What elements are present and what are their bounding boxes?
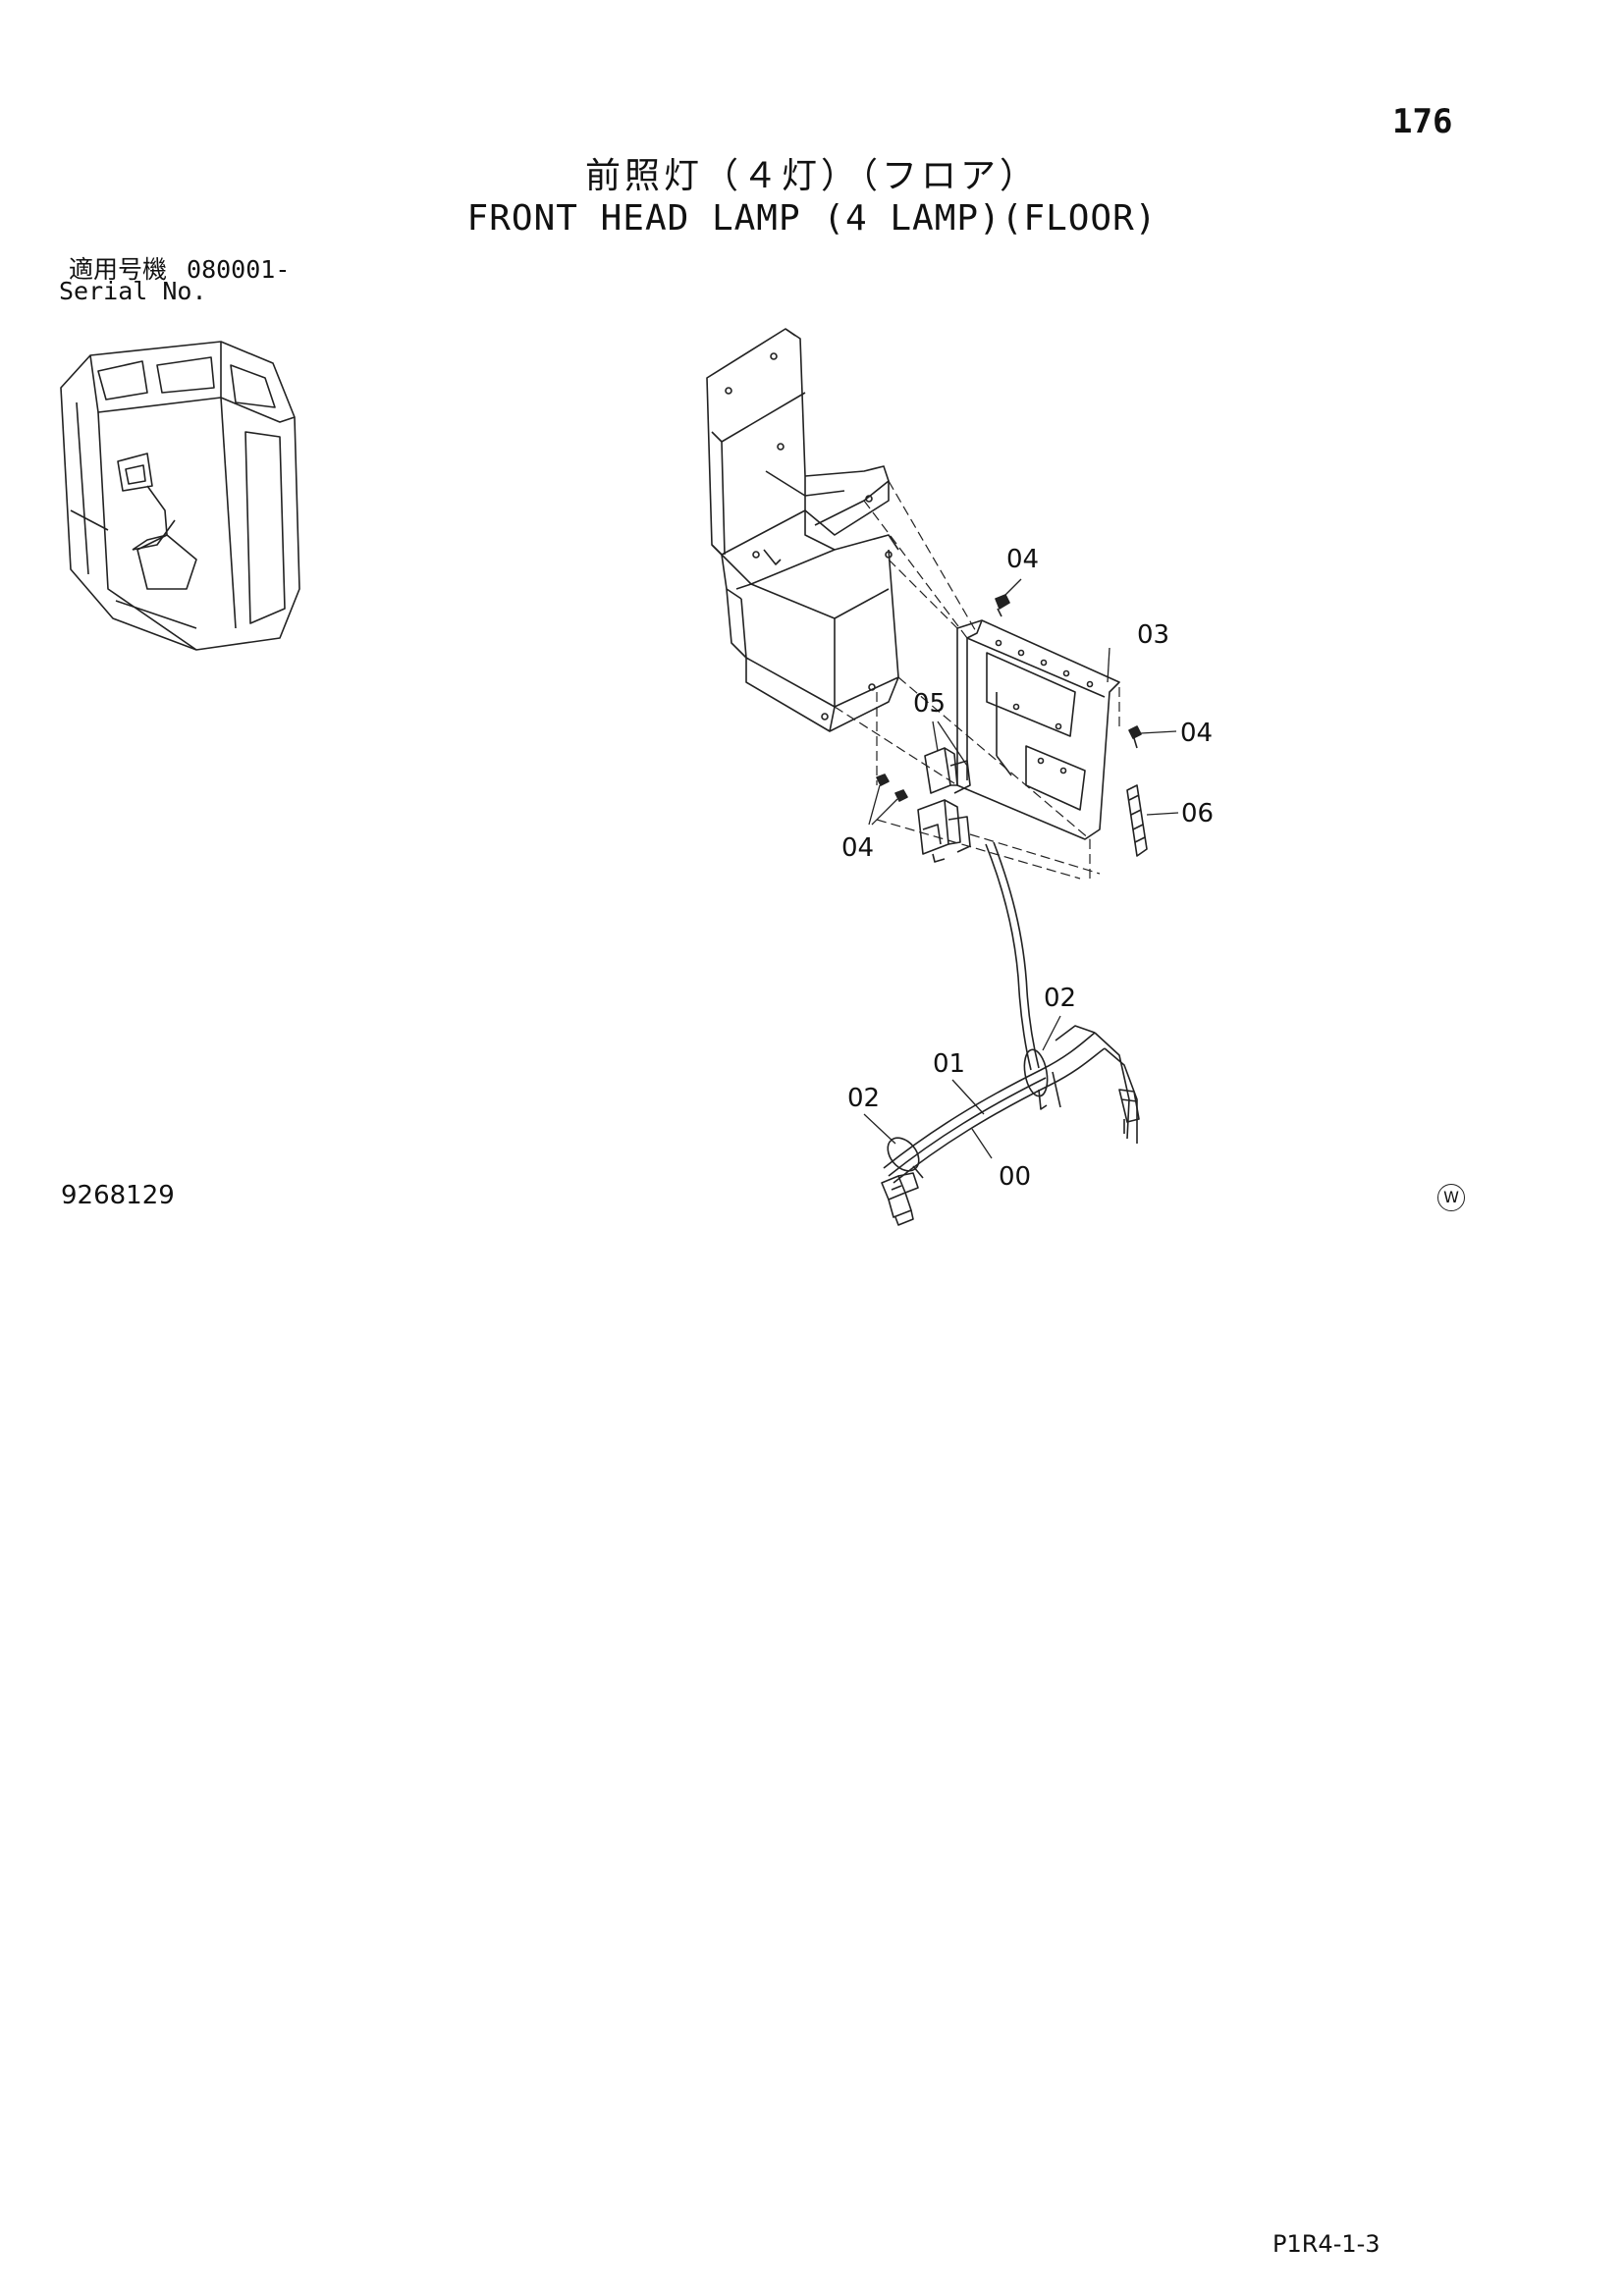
- relays: [917, 747, 971, 863]
- serial-label-japanese: 適用号機 080001-: [69, 250, 290, 286]
- callout-label: 03: [1137, 620, 1169, 650]
- mounting-plate: [956, 619, 1120, 840]
- callout-label: 02: [847, 1084, 880, 1113]
- page-title-english: FRONT HEAD LAMP (4 LAMP)(FLOOR): [466, 198, 1158, 239]
- page-code: P1R4-1-3: [1272, 2230, 1380, 2258]
- drawing-number: 9268129: [61, 1181, 175, 1210]
- wire-harness: [881, 841, 1140, 1226]
- callout-label: 04: [1180, 719, 1213, 748]
- w-circle-mark: W: [1437, 1184, 1465, 1211]
- callout-label: 04: [1006, 545, 1039, 574]
- mounting-frame: [706, 328, 899, 732]
- callout-label: 04: [841, 833, 874, 863]
- bolts: [876, 594, 1142, 802]
- page-number: 176: [1392, 102, 1453, 141]
- serial-label-english: Serial No.: [59, 277, 207, 305]
- callout-label: 06: [1181, 799, 1214, 828]
- callout-label: 01: [933, 1049, 965, 1079]
- serial-value: 080001-: [187, 255, 291, 284]
- leader-lines: [863, 578, 1179, 1159]
- serial-label-jp-text: 適用号機: [69, 255, 168, 284]
- phantom-lines: [834, 480, 1120, 883]
- callout-label: 02: [1044, 984, 1076, 1013]
- callout-label: 00: [999, 1162, 1031, 1192]
- page-title-japanese: 前照灯（４灯）（フロア）: [584, 156, 1039, 196]
- callout-labels: 04 03 05 04 06 04 02 01 02 00: [841, 545, 1214, 1192]
- cab-overview-thumbnail: [60, 341, 300, 651]
- callout-label: 05: [913, 689, 946, 719]
- pad-part: [1126, 784, 1148, 857]
